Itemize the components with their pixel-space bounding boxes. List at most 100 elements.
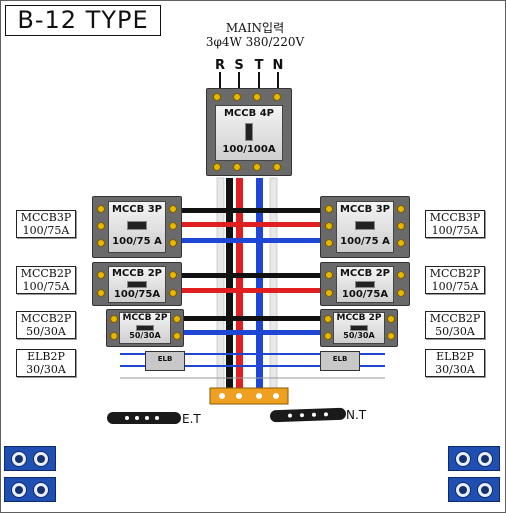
- screw: [97, 271, 105, 279]
- toggle-handle[interactable]: [350, 325, 368, 331]
- screw: [97, 289, 105, 297]
- screw: [397, 205, 405, 213]
- screw: [253, 163, 261, 171]
- screw: [169, 271, 177, 279]
- terminal-hole: [135, 416, 139, 420]
- main-input-line2: 3φ4W 380/220V: [205, 35, 305, 49]
- toggle-handle[interactable]: [127, 281, 147, 288]
- side-label-line: ELB2P: [436, 350, 474, 363]
- toggle-handle[interactable]: [245, 123, 253, 141]
- side-label-line: MCCB2P: [20, 312, 72, 325]
- breaker-face: MCCB 2P 100/75A: [336, 266, 394, 303]
- breaker-mccb-3p-left: MCCB 3P 100/75 A: [92, 196, 182, 258]
- side-label-line: MCCB2P: [429, 267, 481, 280]
- main-breaker-type: MCCB 4P: [223, 108, 275, 119]
- breaker-rating: 50/30A: [129, 331, 161, 340]
- corner-terminal-block: [4, 446, 56, 471]
- side-label-line: 30/30A: [26, 363, 66, 376]
- bus-phase-t: [256, 178, 263, 390]
- side-label-line: MCCB3P: [20, 211, 72, 224]
- screw: [325, 271, 333, 279]
- screw: [213, 93, 221, 101]
- breaker-face: MCCB 3P 100/75 A: [336, 201, 394, 253]
- elb-label: ELB: [332, 355, 348, 363]
- screw: [213, 163, 221, 171]
- screw: [325, 239, 333, 247]
- terminal-hole: [33, 482, 49, 498]
- breaker-rating: 100/75A: [341, 289, 389, 300]
- breaker-type: MCCB 3P: [111, 204, 163, 215]
- screw: [253, 93, 261, 101]
- toggle-handle[interactable]: [355, 221, 375, 230]
- screw: [397, 222, 405, 230]
- breaker-rating: 100/75 A: [112, 236, 162, 247]
- elb-right: ELB: [320, 351, 360, 371]
- screw: [325, 222, 333, 230]
- breaker-type: MCCB 2P: [111, 268, 163, 279]
- side-label-line: 100/75A: [431, 224, 479, 237]
- screw: [97, 222, 105, 230]
- side-label-line: 50/30A: [435, 325, 475, 338]
- breaker-type: MCCB 3P: [339, 204, 391, 215]
- phase-label-n: N: [272, 58, 284, 73]
- feeder-row2-black: [180, 273, 320, 278]
- side-label-line: 30/30A: [435, 363, 475, 376]
- terminal-hole: [323, 412, 329, 417]
- side-label-line: 100/75A: [22, 224, 70, 237]
- screw: [173, 332, 181, 340]
- side-label-line: MCCB3P: [429, 211, 481, 224]
- phase-label-t: T: [254, 58, 264, 73]
- screw: [169, 289, 177, 297]
- earth-terminal-label: E.T: [182, 412, 201, 426]
- breaker-rating: 100/75 A: [340, 236, 390, 247]
- breaker-rating: 50/30A: [343, 331, 375, 340]
- bus-phase-r: [236, 178, 243, 390]
- screw: [273, 163, 281, 171]
- screw: [110, 332, 118, 340]
- breaker-type: MCCB 2P: [339, 268, 391, 279]
- terminal-hole: [299, 413, 305, 418]
- screw: [324, 315, 332, 323]
- screw: [397, 239, 405, 247]
- feeder-row3-black: [180, 316, 320, 321]
- terminal-hole: [287, 413, 293, 418]
- screw: [169, 205, 177, 213]
- screw: [324, 332, 332, 340]
- terminal-hole: [455, 451, 471, 467]
- breaker-face: MCCB 2P 50/30A: [119, 312, 171, 344]
- toggle-handle[interactable]: [355, 281, 375, 288]
- breaker-mccb-3p-right: MCCB 3P 100/75 A: [320, 196, 410, 258]
- side-label-line: 100/75A: [22, 280, 70, 293]
- main-breaker-mccb-4p: MCCB 4P 100/100A: [206, 88, 292, 176]
- breaker-mccb-2p-left: MCCB 2P 100/75A: [92, 262, 182, 306]
- terminal-hole: [145, 416, 149, 420]
- terminal-hole: [311, 412, 317, 417]
- screw: [97, 239, 105, 247]
- feeder-row1-black: [180, 208, 320, 213]
- phase-label-s: S: [234, 58, 244, 73]
- main-breaker-rating: 100/100A: [222, 144, 276, 155]
- breaker-mccb-2p-small-left: MCCB 2P 50/30A: [106, 309, 184, 347]
- elb-label: ELB: [157, 355, 173, 363]
- collector-hole: [219, 393, 225, 399]
- breaker-mccb-2p-right: MCCB 2P 100/75A: [320, 262, 410, 306]
- breaker-face: MCCB 2P 50/30A: [333, 312, 385, 344]
- bus-phase-s: [226, 178, 233, 390]
- neutral-terminal-label: N.T: [346, 408, 367, 422]
- breaker-mccb-2p-small-right: MCCB 2P 50/30A: [320, 309, 398, 347]
- corner-terminal-block: [448, 477, 500, 502]
- breaker-type: MCCB 2P: [122, 313, 168, 323]
- toggle-handle[interactable]: [127, 221, 147, 230]
- terminal-hole: [477, 482, 493, 498]
- toggle-handle[interactable]: [136, 325, 154, 331]
- screw: [233, 93, 241, 101]
